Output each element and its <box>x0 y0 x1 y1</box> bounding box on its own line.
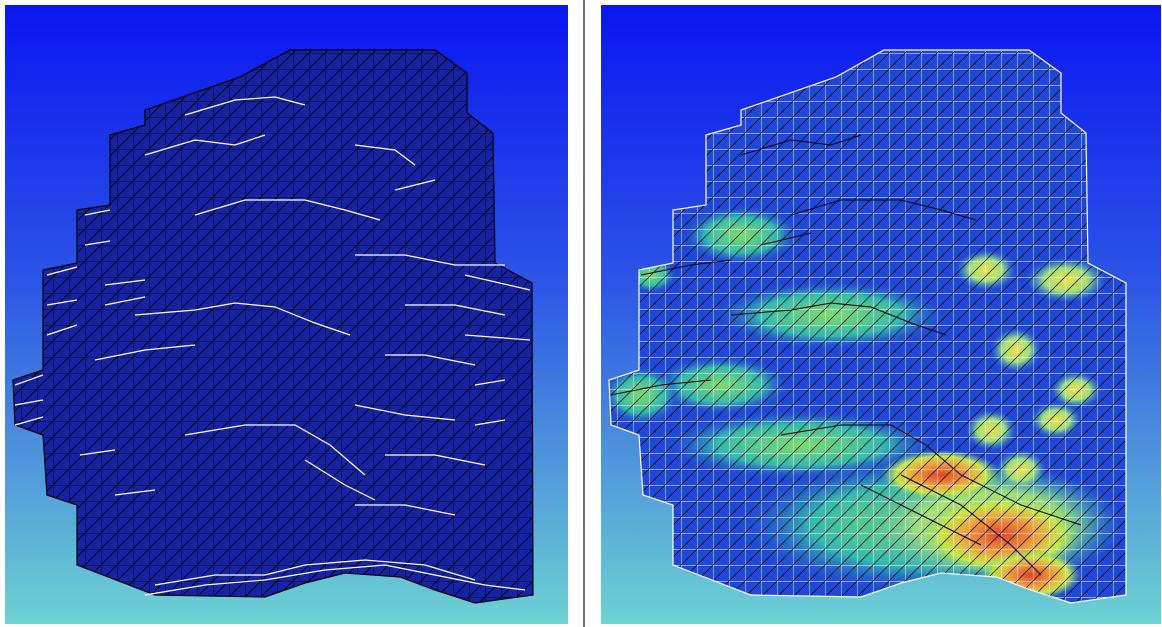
object-outline <box>608 49 1127 604</box>
left-mesh-plot <box>5 5 568 624</box>
highlighted-edges <box>14 96 531 596</box>
right-panel-result-mesh <box>601 5 1161 624</box>
object-outline <box>12 49 534 604</box>
right-mesh-plot <box>601 5 1161 624</box>
panel-divider <box>583 0 585 627</box>
left-panel-initial-mesh <box>5 5 568 624</box>
deformed-edges <box>610 134 1082 576</box>
